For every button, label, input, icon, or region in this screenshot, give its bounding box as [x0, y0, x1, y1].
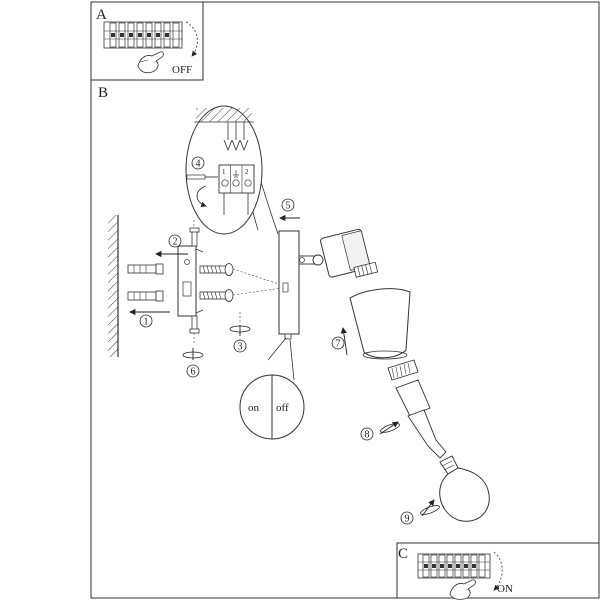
hand-icon: [137, 51, 164, 74]
panel-a-label: A: [96, 7, 107, 23]
step-2-number: 2: [173, 237, 178, 248]
outer-frame: [90, 1, 600, 599]
fuse-box-on: [417, 553, 491, 579]
step-8: 8: [360, 421, 400, 441]
switch-on-label: on: [248, 402, 260, 414]
lamp-base-plate: [278, 230, 300, 340]
light-bulb: [439, 455, 490, 522]
terminal-mark-1: 1: [222, 168, 226, 176]
switch-off-label: off: [276, 402, 289, 414]
step-3-number: 3: [238, 342, 243, 353]
guide-lines: [193, 220, 283, 345]
step-7-number: 7: [336, 339, 341, 350]
step-7: 7: [331, 327, 348, 356]
tighten-arrow: [196, 185, 207, 208]
panel-a-off-text: OFF: [172, 64, 192, 76]
hand-icon: [449, 579, 476, 600]
lamp-socket: [395, 379, 447, 459]
lamp-arm: [298, 254, 324, 266]
step-9: 9: [400, 499, 440, 525]
step-1-number: 1: [144, 317, 149, 328]
switch-toggle: [284, 333, 292, 340]
ground-symbol: [233, 170, 239, 178]
terminal-mark-2: 2: [245, 168, 249, 176]
wall-plug-lower: [127, 290, 164, 302]
step-5-number: 5: [286, 201, 291, 212]
turn-off-arrow: [185, 21, 198, 57]
screw-lower: [199, 289, 234, 302]
step-3: 3: [229, 325, 251, 353]
glass-shade: [349, 288, 411, 360]
fuse-box-off: [103, 21, 183, 49]
step-9-number: 9: [405, 514, 410, 525]
panel-b-label: B: [98, 85, 108, 101]
panel-c: C ON: [396, 542, 600, 600]
turn-on-arrow: [493, 551, 503, 591]
terminal-detail: 1 2 4: [185, 105, 279, 235]
threaded-ring: [387, 359, 419, 381]
mounting-bracket: [177, 245, 204, 317]
wall-plug-upper: [127, 263, 164, 275]
step-2: 2: [155, 234, 188, 258]
step-6-number: 6: [191, 367, 196, 378]
step-1: 1: [129, 308, 170, 328]
screw-upper: [199, 263, 234, 276]
lamp-head: [320, 228, 379, 278]
step-8-number: 8: [365, 430, 370, 441]
step-5: 5: [279, 198, 300, 222]
screwdriver-icon: [186, 174, 218, 180]
switch-detail: on off: [239, 337, 305, 440]
step-6: 6: [182, 348, 204, 378]
terminal-block: [218, 164, 255, 194]
wall: [108, 215, 119, 357]
panel-c-on-text: ON: [497, 583, 513, 595]
screw-top: [189, 227, 200, 247]
step-4-number: 4: [196, 159, 201, 170]
panel-a: A: [90, 1, 204, 81]
screw-bottom: [189, 315, 200, 334]
panel-c-label: C: [398, 546, 408, 562]
